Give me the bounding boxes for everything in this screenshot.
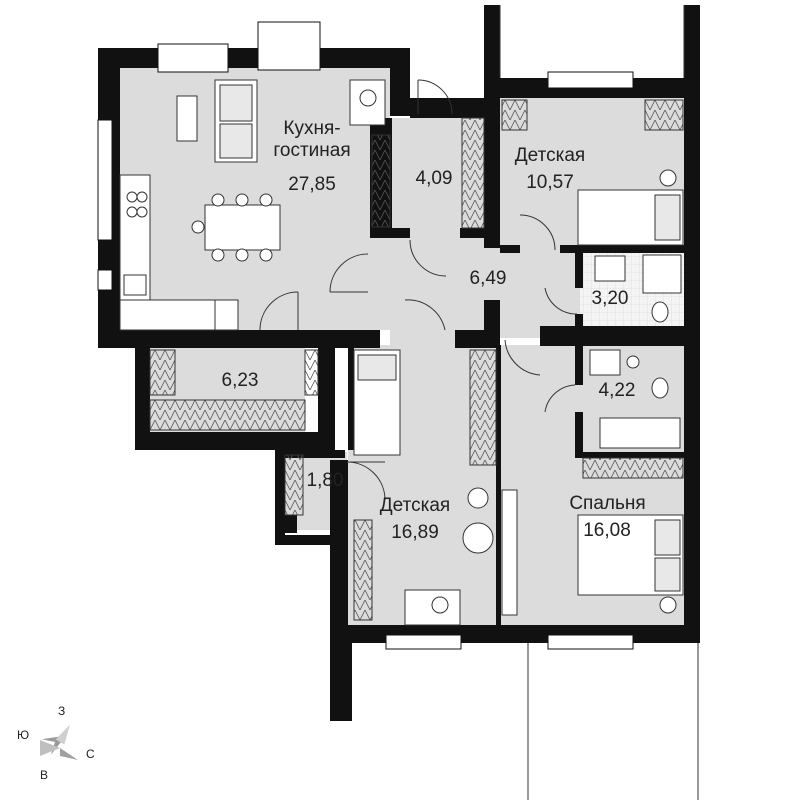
kitchen-area: 27,85 <box>288 174 336 195</box>
coffee-table <box>176 95 198 142</box>
kids-2-area: 16,89 <box>391 522 439 543</box>
dining-table <box>204 204 281 251</box>
bedroom-area: 16,08 <box>583 520 631 541</box>
corridor-area: 6,49 <box>469 268 507 289</box>
loggia-area: 6,23 <box>221 370 259 391</box>
balcony-top-outline <box>499 5 685 78</box>
kids-1-area: 10,57 <box>526 172 574 193</box>
compass-north: С <box>86 747 95 761</box>
corridor-floor-2 <box>500 248 580 338</box>
bath-1-area: 3,20 <box>591 288 629 309</box>
kids-1-name: Детская <box>514 145 586 166</box>
bath-1-shower <box>642 254 682 294</box>
compass-east: В <box>40 768 49 782</box>
compass-rose <box>40 724 78 760</box>
bedroom-name: Спальня <box>569 493 646 514</box>
kitchen-name: Кухня- гостиная <box>273 118 351 161</box>
fixtures <box>353 169 684 626</box>
compass-south: Ю <box>17 728 30 742</box>
balcony-outline <box>527 643 699 800</box>
bath-2-tub <box>599 417 681 449</box>
closets <box>149 99 684 621</box>
fridge <box>214 299 239 331</box>
hall-small-area: 4,09 <box>415 168 453 189</box>
bath-2-area: 4,22 <box>598 380 636 401</box>
storage-area: 1,80 <box>306 470 344 491</box>
compass-west: З <box>58 704 66 718</box>
kitchen-furniture <box>119 79 386 331</box>
doors <box>259 79 578 501</box>
windows <box>97 21 634 650</box>
kids-2-name: Детская <box>379 495 451 516</box>
